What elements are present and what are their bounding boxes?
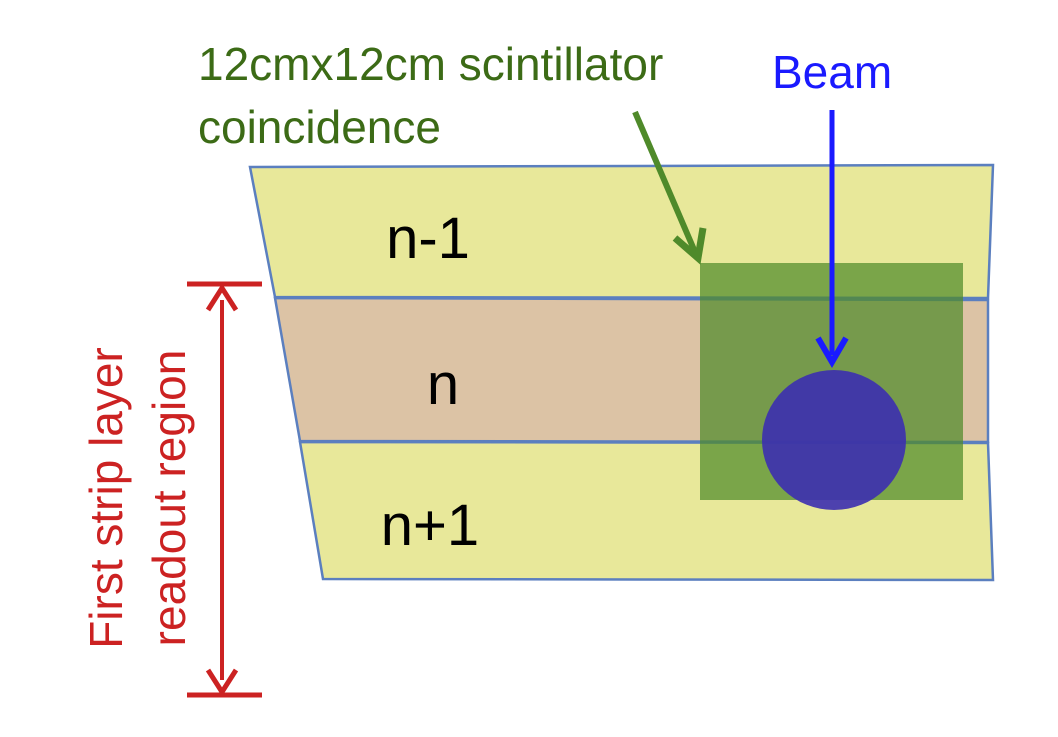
strip-label-n: n [427, 352, 459, 417]
scintillator-arrow [632, 110, 707, 265]
strip-label-n-plus-1: n+1 [381, 493, 479, 558]
beam-spot [762, 370, 906, 510]
region-label-line1: First strip layer [80, 347, 132, 649]
region-label-line2: readout region [143, 350, 195, 647]
beam-arrow [815, 110, 849, 368]
strip-label-n-minus-1: n-1 [386, 206, 470, 271]
scintillator-label-line2: coincidence [198, 101, 441, 153]
readout-region-bracket [187, 281, 262, 698]
beam-label: Beam [772, 46, 892, 98]
scintillator-label-line1: 12cmx12cm scintillator [198, 38, 663, 90]
